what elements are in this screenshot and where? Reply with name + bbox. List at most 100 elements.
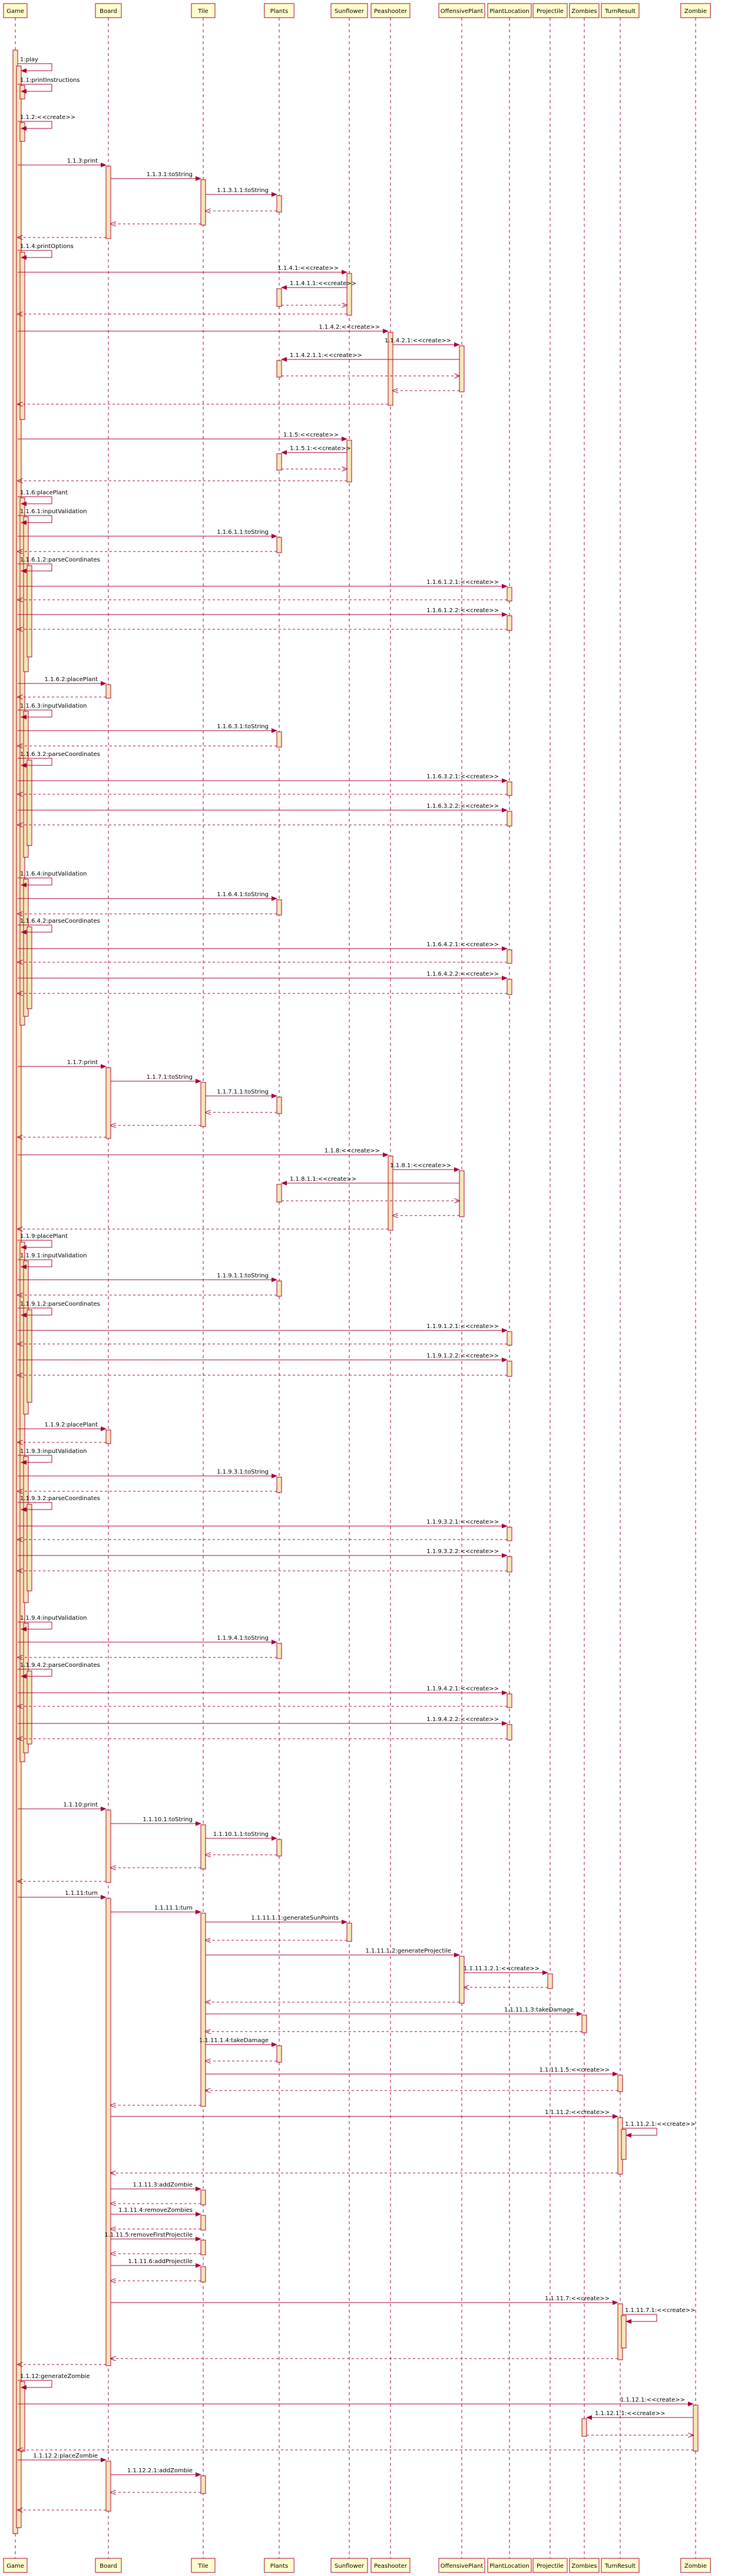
participant-box [191, 3, 216, 18]
message-6: 1.1.3.1.1:toString [206, 187, 277, 197]
participant-box [532, 3, 568, 18]
activation-bar-tile [200, 179, 206, 226]
message-label: 1.1.10:print [63, 1802, 98, 1808]
self-message-arrow [623, 2314, 657, 2324]
message-4: 1.1.3:print [18, 158, 107, 167]
lifelines [15, 18, 696, 2558]
message-label: 1.1.6.3.2.2:<<create>> [426, 803, 499, 810]
activation-bar-peashooter [388, 1155, 393, 1231]
message-label: 1.1.4.1.1:<<create>> [290, 280, 356, 287]
participant-plantloc-bottom: PlantLocation [487, 2558, 532, 2573]
message-38: 1.1.9:placePlant [18, 1233, 68, 1250]
participant-box [95, 3, 122, 18]
message-label: 1.1.8:<<create>> [325, 1148, 380, 1154]
message-26: 1.1.6.3.2.2:<<create>> [18, 803, 508, 813]
message-label: 1.1.6.1.2.2:<<create>> [426, 607, 499, 614]
activation-bar-game [19, 252, 25, 420]
activation-bar-sunflower [346, 440, 352, 483]
message-32: 1.1.7:print [18, 1059, 107, 1069]
message-label: 1.1.4.2.1:<<create>> [385, 338, 451, 344]
activation-bar-plants [276, 1643, 282, 1659]
activation-bar-tile [200, 1824, 206, 1870]
participant-label: Zombie [684, 2563, 707, 2570]
activation-bar-plantloc [507, 615, 512, 631]
activation-bar-turnresult [617, 2075, 623, 2092]
activation-bar-offensive [459, 1956, 465, 2004]
message-label: 1.1.9.4.2:parseCoordinates [20, 1662, 100, 1669]
message-label: 1.1.8.1.1:<<create>> [290, 1176, 356, 1183]
participant-box [680, 3, 711, 18]
participant-box [370, 3, 411, 18]
participant-board-top: Board [95, 3, 122, 18]
message-15: 1.1.6:placePlant [18, 490, 68, 506]
message-64: 1.1.11.1.4:takeDamage [199, 2037, 277, 2047]
message-35: 1.1.8:<<create>> [18, 1148, 389, 1157]
participant-zombies-bottom: Zombies [569, 2558, 600, 2573]
participant-label: Projectile [537, 8, 564, 15]
participant-box [680, 2558, 711, 2573]
participant-label: Tile [197, 2563, 209, 2570]
message-5: 1.1.3.1:toString [111, 171, 201, 181]
message-label: 1.1.9.1.2.1:<<create>> [426, 1323, 499, 1330]
message-label: 1.1.9.4.1:toString [217, 1635, 269, 1642]
message-77: 1.1.12.2:placeZombie [18, 2453, 107, 2462]
activation-bar-plants [276, 288, 282, 307]
self-message-arrow [18, 515, 52, 525]
participant-projectile-bottom: Projectile [532, 2558, 568, 2573]
activation-bar-tile [200, 2475, 206, 2494]
activation-bar-peashooter [388, 332, 393, 406]
message-label: 1.1.11.5:removeFirstProjectile [104, 2232, 193, 2238]
message-label: 1.1.11.1.1:generateSunPoints [251, 1915, 339, 1921]
message-label: 1.1.8.1:<<create>> [390, 1162, 451, 1169]
message-31: 1.1.6.4.2.2:<<create>> [18, 971, 508, 980]
participant-zombie-bottom: Zombie [680, 2558, 711, 2573]
message-label: 1.1.11.2.1:<<create>> [625, 2121, 696, 2128]
message-2: 1.1:printInstructions [18, 77, 80, 94]
message-43: 1.1.9.1.2.2:<<create>> [18, 1353, 508, 1362]
message-label: 1.1.6.1.1:toString [217, 529, 269, 536]
participant-label: Game [6, 2563, 24, 2570]
activation-bar-zombies [581, 2418, 587, 2437]
activation-bar-plantloc [507, 781, 512, 796]
participant-label: PlantLocation [489, 2563, 529, 2570]
message-label: 1.1.11.1:turn [154, 1905, 193, 1911]
message-label: 1.1.6.4.2.2:<<create>> [426, 971, 499, 977]
message-24: 1.1.6.3.2:parseCoordinates [18, 751, 100, 768]
message-12: 1.1.4.2.1.1:<<create>> [281, 352, 459, 362]
message-label: 1.1.12.1:<<create>> [620, 2397, 685, 2403]
participant-box [370, 2558, 411, 2573]
message-label: 1.1.10.1.1:toString [213, 1831, 269, 1838]
self-message-arrow [18, 496, 52, 506]
message-label: 1.1.3.1:toString [147, 171, 193, 178]
participant-label: Zombies [571, 8, 597, 15]
message-label: 1.1.12.2:placeZombie [33, 2453, 98, 2459]
message-11: 1.1.4.2.1:<<create>> [385, 338, 460, 347]
participant-box [601, 3, 640, 18]
participant-label: TurnResult [604, 2563, 636, 2570]
activation-bar-game [27, 926, 32, 1009]
message-label: 1.1.2:<<create>> [20, 114, 75, 121]
message-label: 1.1.9:placePlant [20, 1233, 68, 1240]
message-7: 1.1.4:printOptions [18, 243, 74, 260]
message-label: 1.1.7.1:toString [147, 1074, 193, 1081]
activation-bar-tile [200, 2240, 206, 2255]
message-52: 1.1.9.4.2:parseCoordinates [18, 1662, 100, 1679]
message-label: 1.1.4.2.1.1:<<create>> [290, 352, 362, 359]
self-message-arrow [18, 250, 52, 260]
activation-bar-turnresult [621, 2315, 627, 2349]
message-label: 1.1.6.4.2.1:<<create>> [426, 942, 499, 948]
message-label: 1.1.11.3:addZombie [133, 2182, 193, 2188]
message-18: 1.1.6.1.2:parseCoordinates [18, 557, 100, 573]
activation-bar-plants [276, 195, 282, 213]
message-25: 1.1.6.3.2.1:<<create>> [18, 774, 508, 783]
message-66: 1.1.11.2:<<create>> [111, 2109, 618, 2119]
message-23: 1.1.6.3.1:toString [18, 724, 277, 733]
activation-bar-board [105, 1809, 111, 1883]
message-10: 1.1.4.2:<<create>> [18, 324, 389, 333]
message-label: 1.1.9.4:inputValidation [20, 1615, 87, 1621]
participant-board-bottom: Board [95, 2558, 122, 2573]
message-41: 1.1.9.1.2:parseCoordinates [18, 1301, 100, 1317]
self-message-arrow [18, 1669, 52, 1679]
message-label: 1.1.9.3.2.2:<<create>> [426, 1548, 499, 1555]
message-51: 1.1.9.4.1:toString [18, 1635, 277, 1644]
